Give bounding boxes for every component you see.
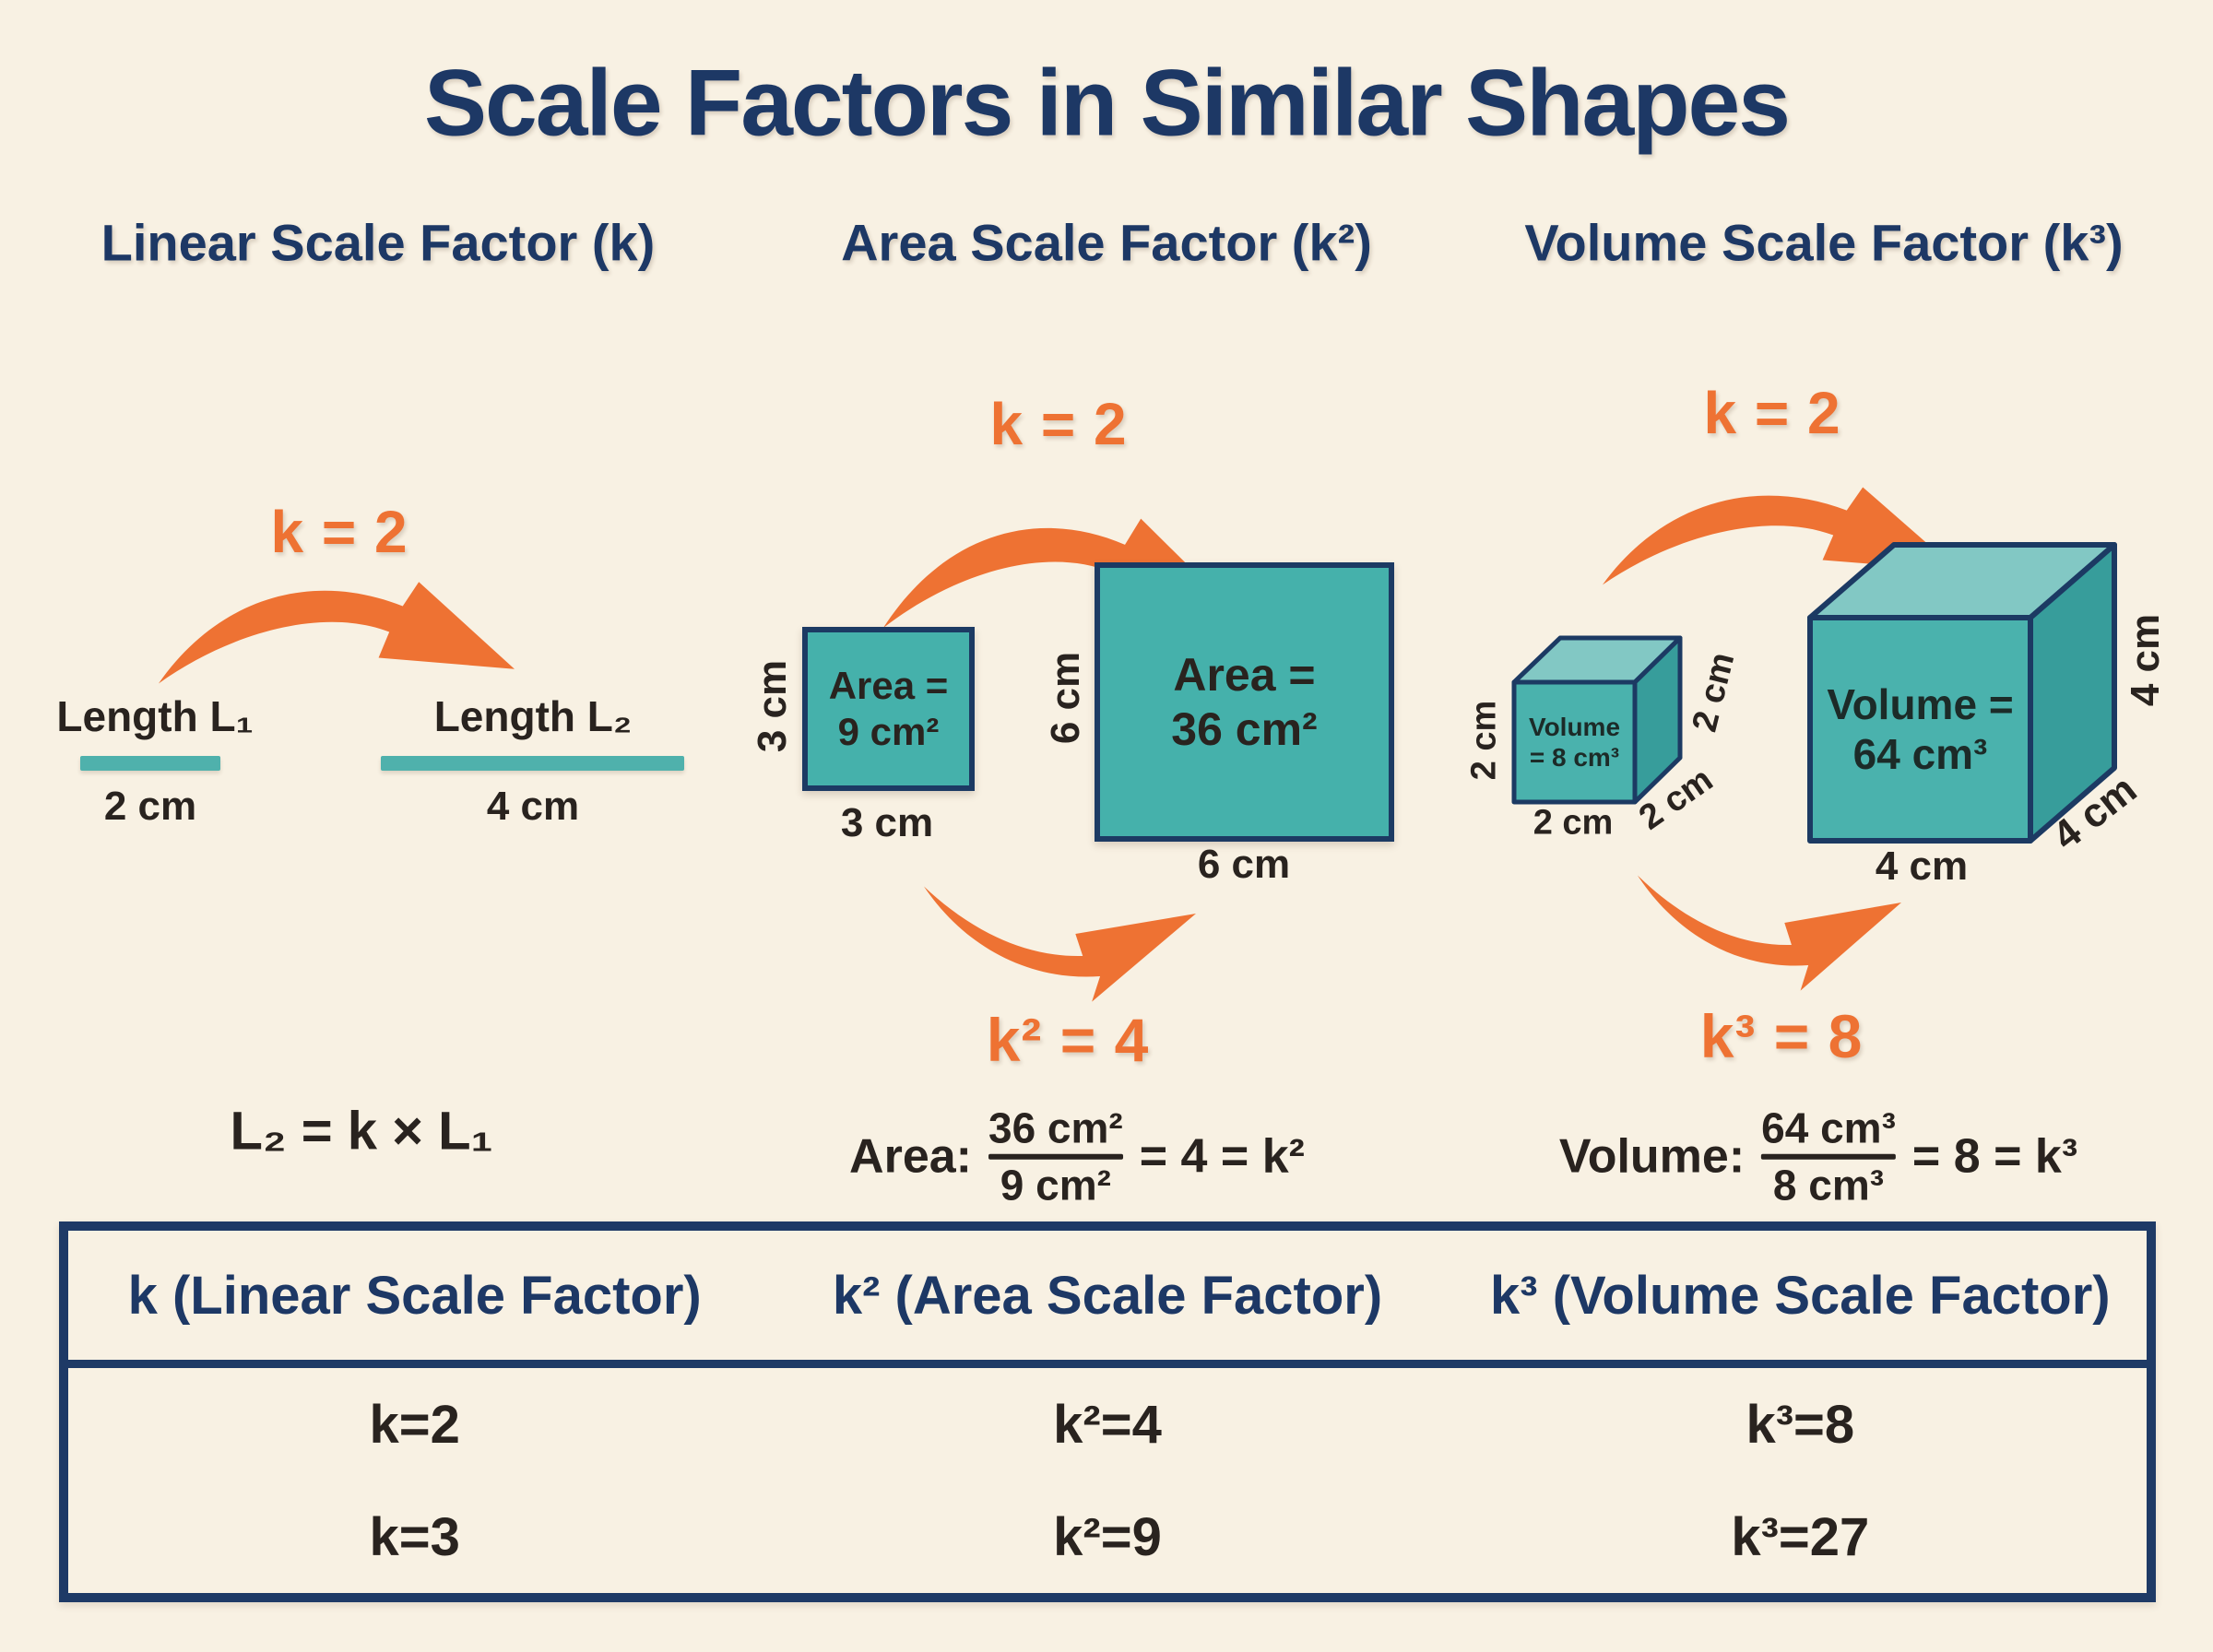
small-cube (1511, 635, 1683, 805)
table-cell-r2c1: k=3 (369, 1506, 460, 1567)
large-square-left-dimension: 6 cm (1043, 651, 1088, 745)
volume-formula-fraction: 64 cm³ 8 cm³ (1761, 1103, 1896, 1210)
linear-formula: L₂ = k × L₁ (230, 1101, 493, 1162)
column-header-linear: Linear Scale Factor (k) (101, 213, 656, 272)
volume-formula-fraction-bar (1761, 1154, 1896, 1160)
area-formula-fraction-bar (988, 1154, 1123, 1160)
area-factor-result-label: k² = 4 (986, 1006, 1150, 1074)
table-header-volume: k³ (Volume Scale Factor) (1490, 1265, 2111, 1326)
large-cube-bottom-dimension: 4 cm (1875, 844, 1969, 889)
large-cube-text: Volume = 64 cm³ (1810, 618, 2030, 841)
volume-factor-arrow (1637, 875, 1901, 991)
column-header-area: Area Scale Factor (k²) (841, 213, 1372, 272)
area-formula-result: = 4 = k² (1139, 1130, 1305, 1184)
scale-factor-table: k (Linear Scale Factor) k² (Area Scale F… (59, 1221, 2156, 1602)
volume-scale-factor-label: k = 2 (1703, 380, 1841, 446)
small-square-bottom-dimension: 3 cm (840, 800, 934, 845)
table-cell-r2c2: k²=9 (1053, 1506, 1162, 1567)
volume-formula-label: Volume: (1558, 1130, 1746, 1184)
table-cell-r1c2: k²=4 (1053, 1394, 1162, 1455)
small-square: Area = 9 cm² (802, 627, 975, 791)
segment2-label: Length L₂ (433, 692, 633, 740)
table-cell-r1c1: k=2 (369, 1394, 460, 1455)
area-factor-arrow (923, 886, 1196, 1002)
area-scale-factor-label: k = 2 (989, 391, 1128, 457)
page-title: Scale Factors in Similar Shapes (423, 50, 1791, 156)
small-cube-text-line2: = 8 cm³ (1529, 743, 1620, 772)
table-header-linear: k (Linear Scale Factor) (127, 1265, 702, 1326)
small-cube-left-dimension: 2 cm (1464, 700, 1504, 781)
column-header-volume: Volume Scale Factor (k³) (1524, 213, 2124, 272)
table-header-area: k² (Area Scale Factor) (832, 1265, 1383, 1326)
table-header-row: k (Linear Scale Factor) k² (Area Scale F… (68, 1231, 2147, 1360)
table-cell-r1c3: k³=8 (1746, 1394, 1855, 1455)
area-formula: Area: 36 cm² 9 cm² = 4 = k² (849, 1103, 1305, 1210)
volume-factor-result-label: k³ = 8 (1699, 1002, 1864, 1070)
segment1-value: 2 cm (103, 784, 197, 829)
small-cube-text-line1: Volume (1528, 712, 1621, 741)
segment1-line (80, 756, 220, 771)
small-square-left-dimension: 3 cm (750, 659, 795, 753)
table-cell-r2c3: k³=27 (1731, 1506, 1870, 1567)
segment2-value: 4 cm (486, 784, 580, 829)
volume-formula-result: = 8 = k³ (1911, 1130, 2078, 1184)
large-square-bottom-dimension: 6 cm (1197, 842, 1291, 887)
small-square-text-line1: Area = (828, 664, 949, 708)
volume-scale-arrow (1602, 487, 1959, 585)
segment2-line (381, 756, 684, 771)
large-square-text-line1: Area = (1173, 648, 1316, 701)
table-body: k=2 k²=4 k³=8 k=3 k²=9 k³=27 (68, 1368, 2147, 1593)
arrow-group (158, 487, 1959, 1002)
area-formula-label: Area: (849, 1130, 972, 1184)
large-cube-front-face (1807, 615, 2033, 844)
volume-formula: Volume: 64 cm³ 8 cm³ = 8 = k³ (1558, 1103, 2078, 1210)
large-square-text-line2: 36 cm² (1171, 702, 1318, 755)
small-square-text-line2: 9 cm² (837, 710, 940, 753)
area-formula-denominator: 9 cm² (1000, 1162, 1111, 1210)
large-cube-right-dimension: 4 cm (2123, 613, 2168, 707)
segment1-label: Length L₁ (56, 692, 254, 740)
volume-formula-denominator: 8 cm³ (1772, 1162, 1885, 1210)
area-formula-numerator: 36 cm² (988, 1103, 1123, 1152)
large-cube-text-line2: 64 cm³ (1852, 730, 1988, 778)
small-cube-text: Volume = 8 cm³ (1514, 682, 1635, 802)
table-header-separator (68, 1360, 2147, 1368)
linear-scale-arrow (158, 582, 515, 684)
small-cube-bottom-dimension: 2 cm (1533, 803, 1614, 843)
large-square: Area = 36 cm² (1095, 562, 1394, 842)
large-cube (1807, 542, 2117, 844)
volume-formula-numerator: 64 cm³ (1761, 1103, 1896, 1152)
small-cube-front-face (1511, 679, 1638, 805)
linear-scale-factor-label: k = 2 (270, 499, 408, 565)
large-cube-text-line1: Volume = (1827, 679, 2014, 728)
area-formula-fraction: 36 cm² 9 cm² (988, 1103, 1123, 1210)
